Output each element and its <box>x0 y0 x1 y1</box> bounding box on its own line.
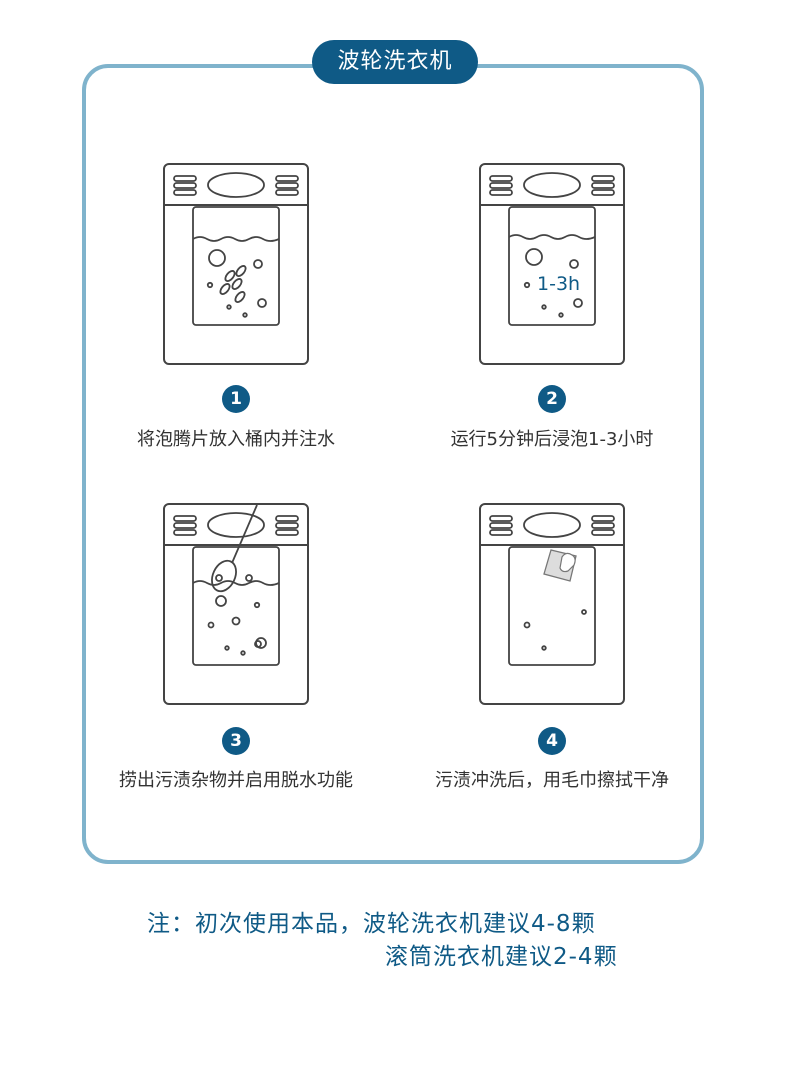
step-3-caption: 捞出污渍杂物并启用脱水功能 <box>119 770 353 791</box>
washing-machine-illustration-2: 1-3h <box>479 163 625 365</box>
washing-machine-illustration-4 <box>479 503 625 705</box>
washing-machine-illustration-1 <box>163 163 309 365</box>
step-4-badge: 4 <box>538 727 566 755</box>
step-1-badge: 1 <box>222 385 250 413</box>
towel-hand-icon <box>543 549 577 582</box>
step-2-badge: 2 <box>538 385 566 413</box>
step-1-caption: 将泡腾片放入桶内并注水 <box>137 429 335 450</box>
step-3-badge: 3 <box>222 727 250 755</box>
step-2-caption: 运行5分钟后浸泡1-3小时 <box>450 429 654 450</box>
usage-note-line-1: 注：初次使用本品，波轮洗衣机建议4-8颗 <box>147 911 596 937</box>
washing-machine-illustration-3 <box>163 503 309 705</box>
usage-note-line-2: 滚筒洗衣机建议2-4颗 <box>385 944 618 970</box>
page-title: 波轮洗衣机 <box>312 40 478 84</box>
soak-time-label: 1-3h <box>537 273 580 295</box>
step-4-caption: 污渍冲洗后，用毛巾擦拭干净 <box>435 770 669 791</box>
